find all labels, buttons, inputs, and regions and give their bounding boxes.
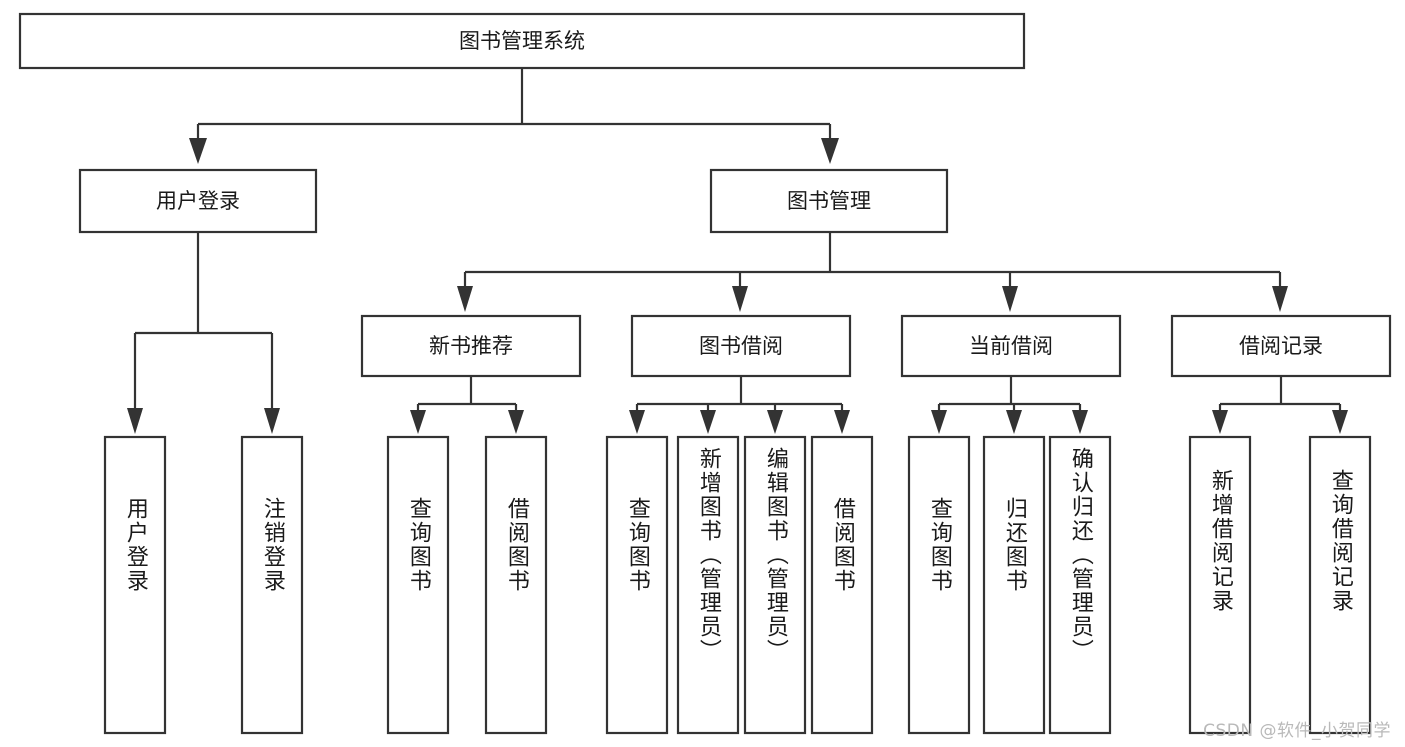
arrow-to-new-book-recommend xyxy=(457,286,473,312)
leaf-query-record-box[interactable] xyxy=(1308,435,1372,735)
arrow-to-leaf-query-record xyxy=(1332,410,1348,434)
arrow-to-leaf-confirm-return xyxy=(1072,410,1088,434)
arrow-to-leaf-borrow-book-2 xyxy=(834,410,850,434)
user-login-label: 用户登录 xyxy=(156,189,240,213)
leaf-query-book-2-box[interactable] xyxy=(605,435,669,735)
node-current-borrow[interactable]: 当前借阅 xyxy=(900,314,1122,378)
root-label: 图书管理系统 xyxy=(459,29,585,53)
arrow-to-book-borrow xyxy=(732,286,748,312)
connector-user-login-to-leaves xyxy=(127,232,280,434)
connector-root-to-level2 xyxy=(189,68,839,164)
leaf-logout-login-box[interactable] xyxy=(240,435,304,735)
node-user-login[interactable]: 用户登录 xyxy=(78,168,318,234)
user-login-box[interactable] xyxy=(78,168,318,234)
arrow-to-leaf-query-book-1 xyxy=(410,410,426,434)
leaf-query-book-1-box[interactable] xyxy=(386,435,450,735)
arrow-to-current-borrow xyxy=(1002,286,1018,312)
arrow-to-leaf-logout-login xyxy=(264,408,280,434)
arrow-to-leaf-return-book xyxy=(1006,410,1022,434)
leaf-edit-book-box[interactable] xyxy=(743,435,807,735)
arrow-to-leaf-query-book-3 xyxy=(931,410,947,434)
arrow-to-leaf-add-record xyxy=(1212,410,1228,434)
arrow-to-borrow-record xyxy=(1272,286,1288,312)
new-book-recommend-box[interactable] xyxy=(360,314,582,378)
book-management-label: 图书管理 xyxy=(787,189,871,213)
current-borrow-label: 当前借阅 xyxy=(969,334,1053,358)
leaf-add-book-box[interactable] xyxy=(676,435,740,735)
new-book-recommend-label: 新书推荐 xyxy=(429,334,513,358)
node-book-borrow[interactable]: 图书借阅 xyxy=(630,314,852,378)
node-borrow-record[interactable]: 借阅记录 xyxy=(1170,314,1392,378)
borrow-record-box[interactable] xyxy=(1170,314,1392,378)
leaf-user-login-box[interactable] xyxy=(103,435,167,735)
connector-book-borrow-to-leaves xyxy=(629,376,850,434)
borrow-record-label: 借阅记录 xyxy=(1239,334,1323,358)
arrow-to-user-login xyxy=(189,138,207,164)
arrow-to-leaf-query-book-2 xyxy=(629,410,645,434)
leaf-borrow-book-2-box[interactable] xyxy=(810,435,874,735)
leaf-boxes xyxy=(103,435,1372,735)
connector-borrow-record-to-leaves xyxy=(1212,376,1348,434)
connector-new-book-recommend-to-leaves xyxy=(410,376,524,434)
root-box[interactable] xyxy=(18,12,1026,70)
node-book-management[interactable]: 图书管理 xyxy=(709,168,949,234)
leaf-confirm-return-box[interactable] xyxy=(1048,435,1112,735)
leaf-borrow-book-1-box[interactable] xyxy=(484,435,548,735)
watermark-text: CSDN @软件_小贺同学 xyxy=(1203,721,1391,741)
leaf-query-book-3-box[interactable] xyxy=(907,435,971,735)
arrow-to-leaf-borrow-book-1 xyxy=(508,410,524,434)
connector-book-management-to-level3 xyxy=(457,232,1288,312)
book-management-box[interactable] xyxy=(709,168,949,234)
arrow-to-book-management xyxy=(821,138,839,164)
leaf-return-book-box[interactable] xyxy=(982,435,1046,735)
book-borrow-box[interactable] xyxy=(630,314,852,378)
current-borrow-box[interactable] xyxy=(900,314,1122,378)
leaf-add-record-box[interactable] xyxy=(1188,435,1252,735)
arrow-to-leaf-edit-book xyxy=(767,410,783,434)
arrow-to-leaf-user-login xyxy=(127,408,143,434)
node-root[interactable]: 图书管理系统 xyxy=(18,12,1026,70)
book-borrow-label: 图书借阅 xyxy=(699,334,783,358)
connector-current-borrow-to-leaves xyxy=(931,376,1088,434)
node-new-book-recommend[interactable]: 新书推荐 xyxy=(360,314,582,378)
arrow-to-leaf-add-book xyxy=(700,410,716,434)
